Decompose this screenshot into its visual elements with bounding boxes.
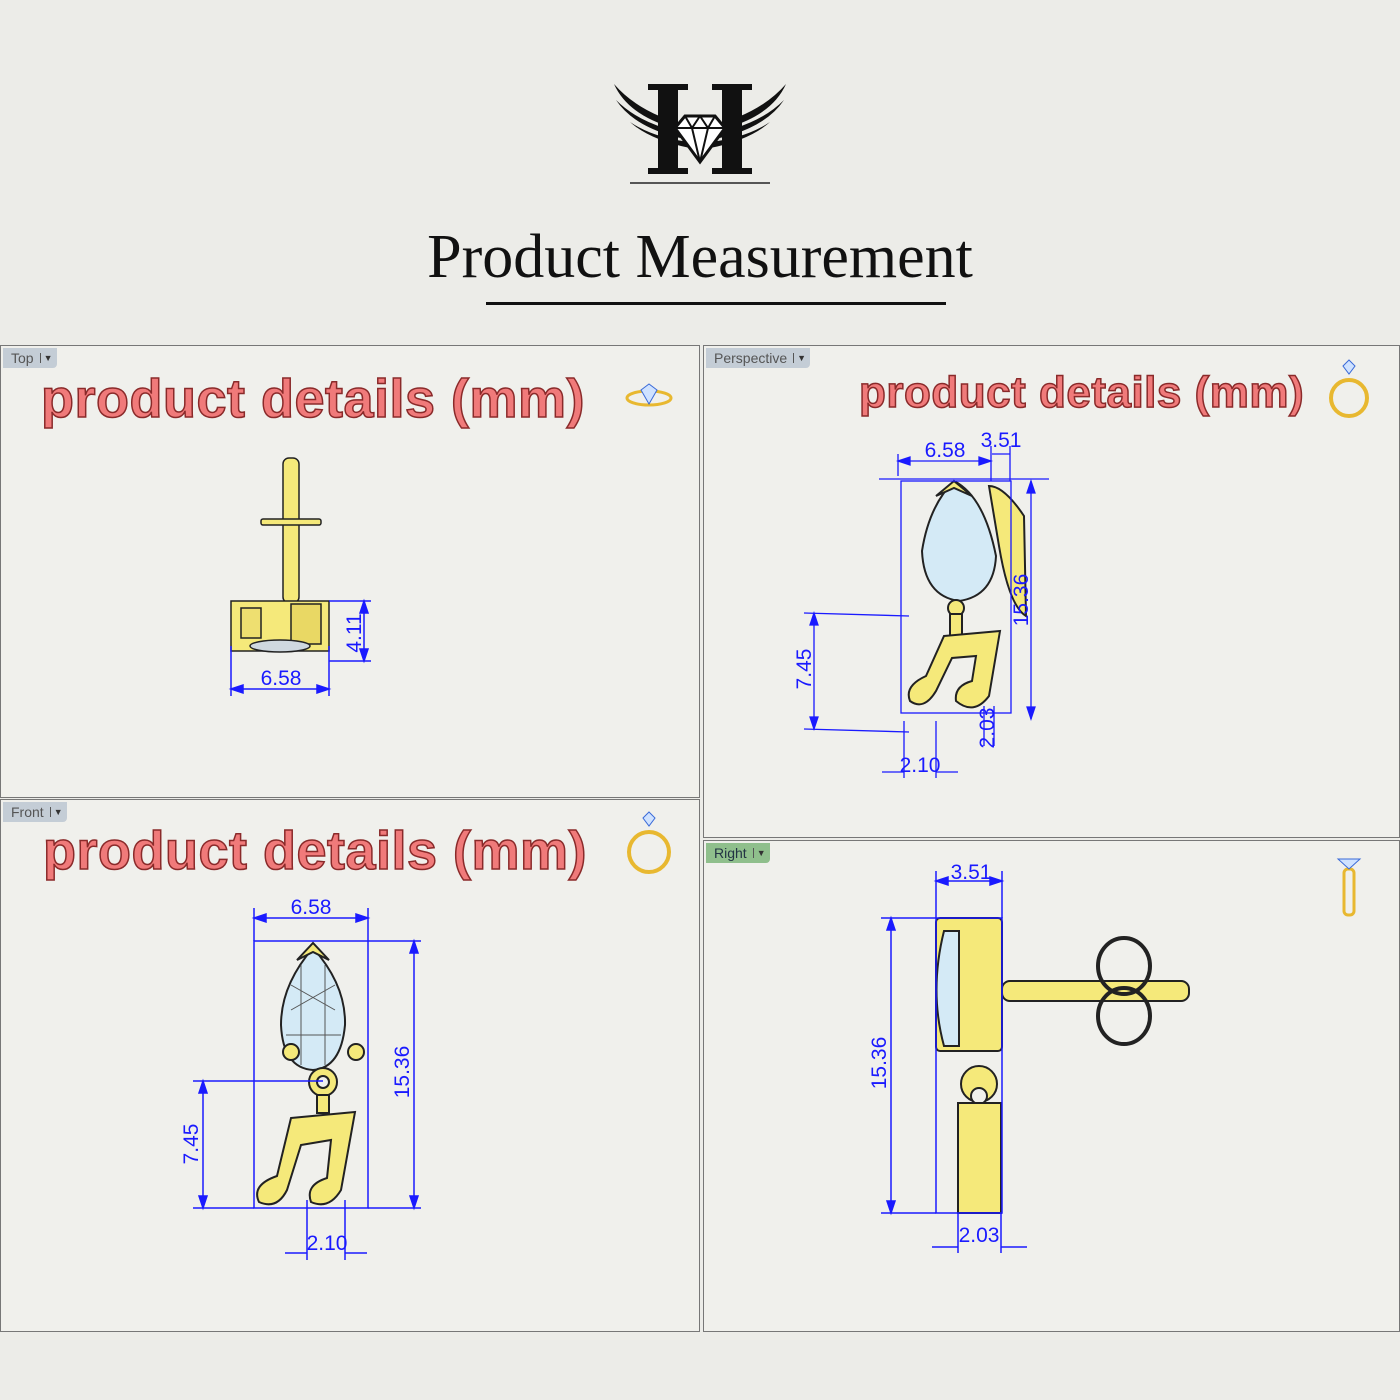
dropdown-arrow-icon[interactable]: ▼ bbox=[49, 807, 63, 817]
dimension-post: 2.03 bbox=[976, 708, 999, 749]
dimension-height: 15.36 bbox=[868, 1037, 891, 1090]
dimension-ring: 2.10 bbox=[307, 1232, 348, 1255]
viewport-tab-right[interactable]: Right ▼ bbox=[706, 843, 770, 863]
front-view-drawing: 6.58 15.36 7.45 2.10 bbox=[180, 811, 671, 1260]
earring-top-view bbox=[230, 457, 330, 653]
viewport-title: product details (mm) bbox=[858, 367, 1305, 418]
title-underline bbox=[486, 302, 946, 305]
dimension-lines bbox=[193, 908, 421, 1260]
viewport-perspective[interactable]: Perspective ▼ product details (mm) 6.58 3… bbox=[703, 345, 1400, 838]
dimension-depth: 3.51 bbox=[951, 861, 992, 884]
dimension-charm: 7.45 bbox=[793, 649, 816, 690]
ring-icon bbox=[627, 811, 671, 874]
viewport-front[interactable]: Front ▼ product details (mm) 6.58 15.36 7… bbox=[0, 799, 700, 1332]
viewport-tab-front[interactable]: Front ▼ bbox=[3, 802, 67, 822]
viewport-tab-label: Top bbox=[11, 350, 34, 366]
top-view-drawing: 6.58 4.11 bbox=[228, 383, 673, 696]
dimension-lines bbox=[803, 446, 1049, 778]
dimension-ring: 2.10 bbox=[900, 754, 941, 777]
earring-front bbox=[256, 941, 365, 1206]
perspective-view-drawing: 6.58 3.51 15.36 7.45 2.10 2.03 bbox=[793, 359, 1369, 778]
ring-side-icon bbox=[625, 383, 673, 407]
dropdown-arrow-icon[interactable]: ▼ bbox=[752, 848, 766, 858]
viewport-top[interactable]: Top ▼ product details (mm) 6.58 4.11 bbox=[0, 345, 700, 798]
dimension-depth: 3.51 bbox=[981, 429, 1022, 452]
dimension-lines bbox=[881, 871, 1027, 1253]
ring-icon bbox=[1329, 359, 1369, 418]
earring-perspective bbox=[907, 479, 1028, 709]
dropdown-arrow-icon[interactable]: ▼ bbox=[793, 353, 806, 363]
dimension-width: 6.58 bbox=[925, 439, 966, 462]
viewport-right[interactable]: Right ▼ 3.51 15.36 2.03 bbox=[703, 840, 1400, 1332]
viewport-tab-label: Perspective bbox=[714, 350, 788, 366]
viewport-title: product details (mm) bbox=[42, 820, 588, 882]
dimension-height: 15.36 bbox=[391, 1046, 414, 1099]
right-view-drawing: 3.51 15.36 2.03 bbox=[868, 858, 1362, 1253]
viewport-tab-label: Front bbox=[11, 804, 44, 820]
viewport-tab-top[interactable]: Top ▼ bbox=[3, 348, 57, 368]
viewport-tab-label: Right bbox=[714, 845, 747, 861]
dimension-height: 15.36 bbox=[1010, 574, 1033, 627]
dropdown-arrow-icon[interactable]: ▼ bbox=[39, 353, 53, 363]
viewport-title: product details (mm) bbox=[40, 368, 586, 430]
earring-right bbox=[935, 917, 1190, 1214]
viewport-tab-perspective[interactable]: Perspective ▼ bbox=[706, 348, 811, 368]
ring-profile-icon bbox=[1336, 858, 1362, 917]
dimension-lines bbox=[228, 598, 371, 696]
dimension-height: 4.11 bbox=[343, 613, 366, 652]
dimension-charm: 2.03 bbox=[959, 1224, 1000, 1247]
page-title: Product Measurement bbox=[427, 223, 973, 291]
dimension-width: 6.58 bbox=[261, 667, 302, 690]
dimension-width: 6.58 bbox=[291, 896, 332, 919]
brand-logo bbox=[614, 84, 786, 184]
dimension-charm: 7.45 bbox=[180, 1124, 203, 1165]
